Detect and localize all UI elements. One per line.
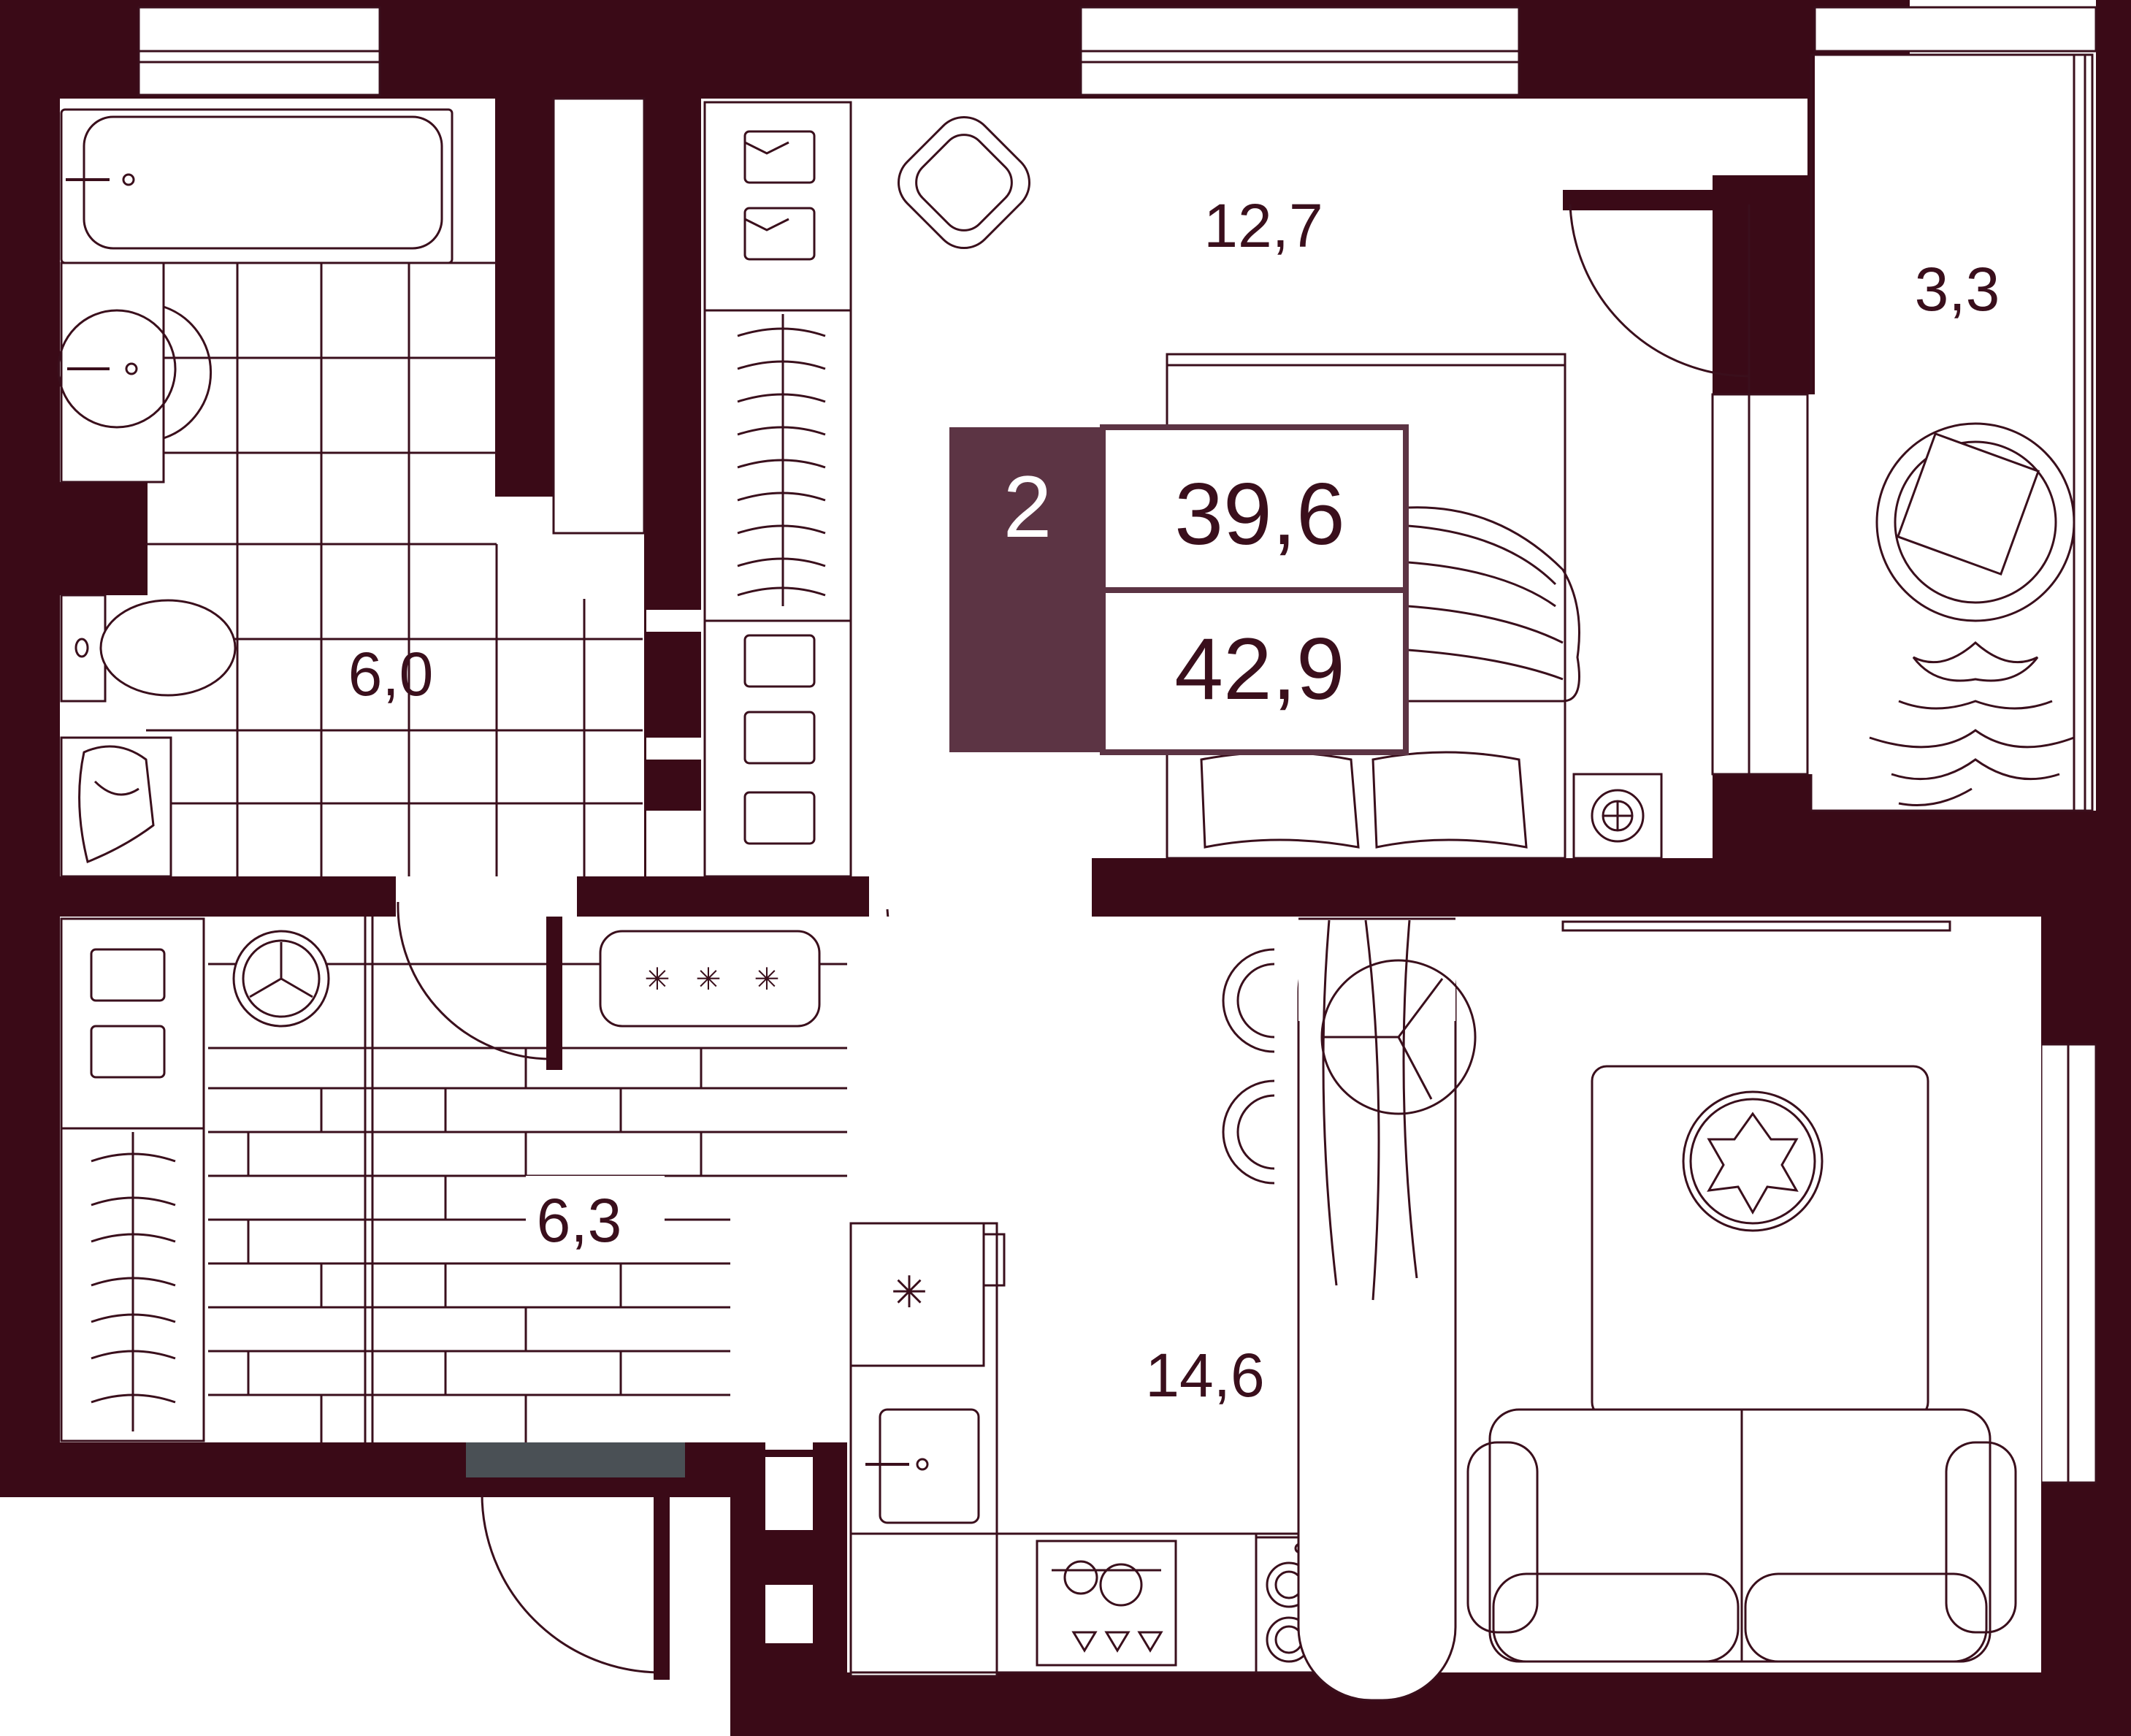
svg-text:✳: ✳ [891,1268,927,1317]
balcony-table [1875,422,2075,622]
dining-table [1222,917,1477,1702]
rooms-count: 2 [1003,458,1052,556]
fridge: ✳ [849,1222,1006,1367]
balcony-area: 3,3 [1915,255,2000,324]
round-stool [232,930,330,1028]
entrance-door-panel[interactable] [466,1442,685,1477]
kitchen-living-area: 14,6 [1145,1341,1265,1410]
sofa [1466,1408,2017,1663]
kitchen-sink [865,1408,980,1524]
rooms-count-box [949,427,1103,752]
kitchen-living: ✳ [847,895,2041,1702]
toilet [60,594,237,703]
living-area: 39,6 [1174,465,1345,563]
bench: ✳ ✳ ✳ [599,930,821,1028]
total-area: 42,9 [1174,620,1345,718]
bathroom: 6,0 [57,99,644,878]
hall-wardrobe [60,917,205,1442]
balcony: 3,3 [1563,53,2096,812]
nightstand [1572,773,1663,860]
hangers-rail [737,314,826,606]
bathroom-shaft [554,99,644,533]
folded-shirts-top [743,130,816,261]
bedroom-area: 12,7 [1204,191,1323,260]
hallway: ✳ ✳ ✳ 6,3 [60,901,1074,1680]
area-badge: 2 39,6 42,9 [949,424,1409,755]
hallway-area: 6,3 [537,1186,622,1255]
armchair [898,116,1030,249]
svg-text:✳: ✳ [644,962,670,996]
svg-text:✳: ✳ [695,962,721,996]
folded-shirts-bottom [743,634,816,845]
windows [137,6,2097,1484]
svg-text:✳: ✳ [754,962,779,996]
potted-plant [1869,641,2075,806]
dishwasher [1036,1540,1177,1667]
sink [57,261,213,483]
bathtub [60,108,454,264]
laundry-basket [60,736,172,878]
bathroom-area: 6,0 [348,640,434,708]
